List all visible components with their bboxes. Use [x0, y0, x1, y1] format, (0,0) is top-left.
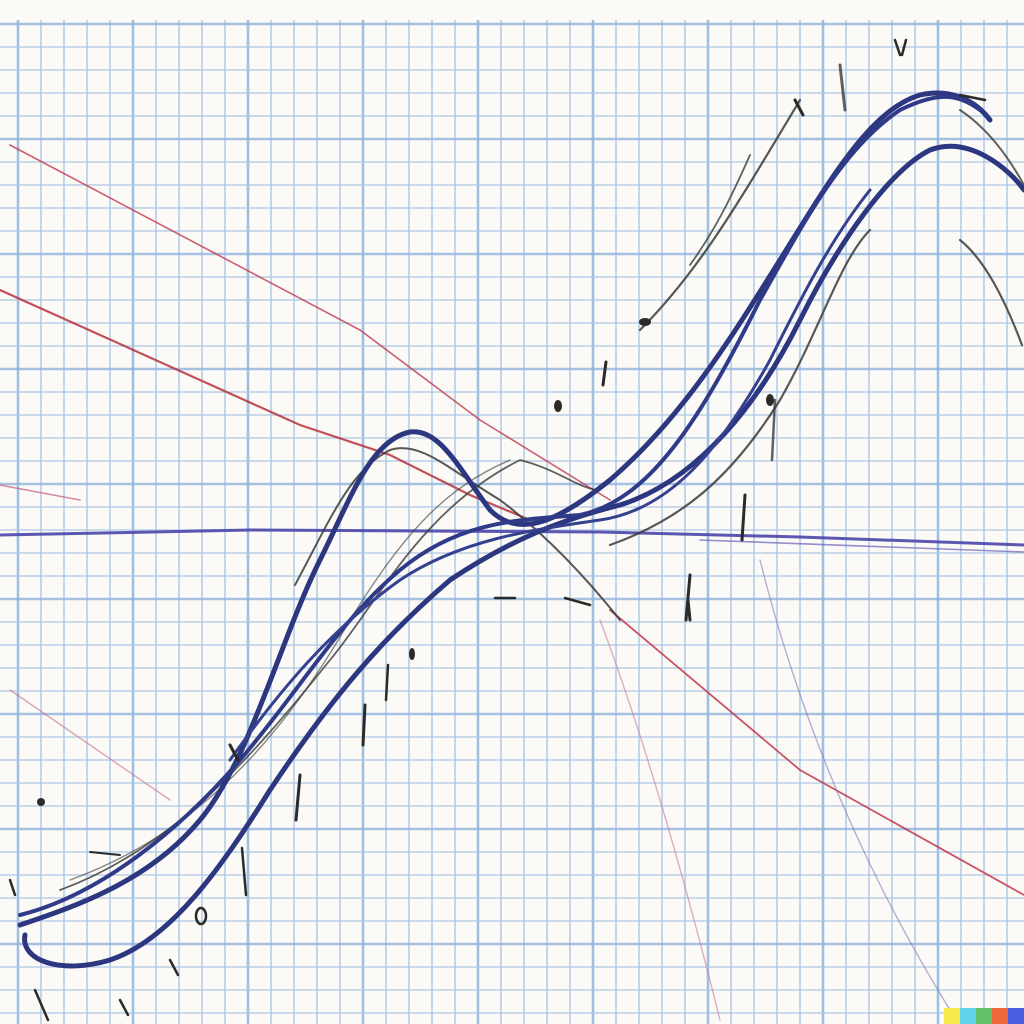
ink-dot-1 [554, 400, 562, 412]
ink-mark-3 [294, 773, 302, 822]
swatch-blue [1008, 1008, 1024, 1024]
pencil-curve-6 [689, 154, 751, 266]
ink-mark-18 [958, 93, 987, 102]
ink-mark-12 [33, 988, 50, 1022]
red-line-left [0, 288, 532, 522]
ink-mark-15 [228, 743, 240, 762]
swatch-orange [992, 1008, 1008, 1024]
ink-mark-2 [740, 493, 747, 542]
pencil-curve-2 [69, 459, 511, 881]
ink-mark-14 [8, 878, 17, 897]
blue-pen-curves [17, 90, 1024, 969]
swatch-cyan [960, 1008, 976, 1024]
grid-lines [0, 20, 1024, 1024]
construction-lines [0, 144, 1024, 1021]
pink-line-bottom [599, 619, 721, 1021]
red-line-lower-left [9, 689, 171, 801]
ink-dot-3 [194, 906, 208, 926]
corner-color-swatches [944, 1008, 1024, 1024]
pencil-curve-8 [959, 109, 1024, 186]
ink-mark-16 [89, 851, 121, 856]
ink-mark-7 [601, 360, 608, 387]
ink-mark-17 [793, 98, 805, 117]
blue-curve-wave-4 [228, 188, 872, 762]
pencil-curve-7 [958, 238, 1024, 347]
ink-mark-10 [563, 596, 592, 607]
red-line-right [609, 609, 1024, 896]
pencil-curve-9 [770, 398, 777, 462]
horizontal-axis-line [0, 528, 1024, 547]
ink-mark-1 [684, 573, 692, 622]
ink-dots [37, 318, 774, 926]
swatch-yellow [944, 1008, 960, 1024]
blue-curve-lower-loop [22, 143, 1024, 969]
ink-dot-2 [37, 798, 45, 806]
ink-marks [8, 38, 987, 1022]
swatch-green [976, 1008, 992, 1024]
ink-dot-5 [639, 318, 651, 326]
ink-mark-11 [168, 958, 180, 977]
pencil-curve-4 [608, 228, 872, 547]
violet-line-bottom [759, 559, 951, 1011]
pencil-curve-10 [838, 63, 847, 112]
pencil-curve-5 [638, 98, 802, 332]
pencil-curve-3 [294, 447, 621, 621]
ink-mark-13 [118, 998, 130, 1017]
horizontal-axis-line-2 [699, 539, 1024, 553]
ink-dot-6 [766, 394, 774, 406]
ink-mark-4 [361, 703, 367, 747]
blue-curve-wave-3 [18, 94, 982, 917]
ink-dot-4 [409, 648, 415, 660]
ink-mark-5 [384, 663, 390, 702]
ink-mark-8 [893, 38, 908, 57]
ink-mark-6 [240, 846, 248, 897]
red-line-top [9, 144, 611, 501]
red-line-stub [0, 484, 81, 501]
